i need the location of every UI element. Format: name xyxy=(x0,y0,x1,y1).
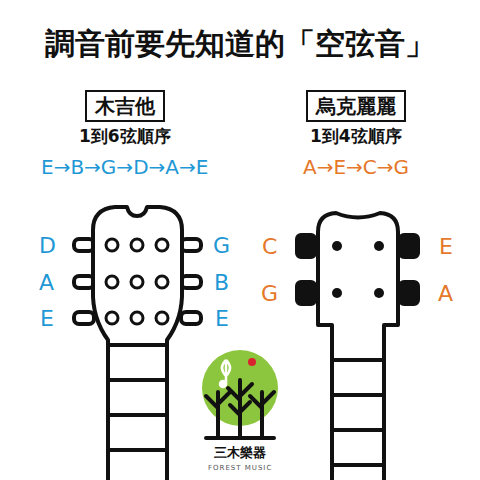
string-order-note: 1到4弦順序 xyxy=(310,127,402,147)
string-order-note: 1到6弦順序 xyxy=(79,127,171,147)
heading-box: 木吉他 xyxy=(85,90,165,122)
tuner-key xyxy=(181,312,201,324)
string-name: E xyxy=(40,306,54,331)
tuner-key xyxy=(400,282,418,304)
logo-trees xyxy=(206,380,274,438)
tuner-posts xyxy=(332,241,384,298)
heading-text: 木吉他 xyxy=(95,94,155,118)
string-name: B xyxy=(214,270,229,295)
tuner-key xyxy=(74,312,94,324)
string-name: D xyxy=(39,233,56,258)
string-name: G xyxy=(261,281,278,306)
logo-subtext: FOREST MUSIC xyxy=(208,464,272,472)
frets xyxy=(108,345,167,450)
title: 調音前要先知道的「空弦音」 xyxy=(45,27,435,62)
tuner-key xyxy=(400,235,418,257)
string-name: A xyxy=(39,270,54,295)
tuner-key xyxy=(297,282,315,304)
string-name: E xyxy=(215,306,229,331)
logo xyxy=(202,350,278,438)
ukulele-headstock xyxy=(297,213,418,480)
string-sequence: E→B→G→D→A→E xyxy=(41,156,208,179)
guitar-headstock xyxy=(74,207,201,480)
string-name: E xyxy=(439,234,453,259)
string-name: C xyxy=(262,234,277,259)
string-sequence: A→E→C→G xyxy=(303,156,409,179)
tuner-key xyxy=(297,235,315,257)
string-name: A xyxy=(438,281,453,306)
headstock-outline xyxy=(318,213,398,480)
string-name: G xyxy=(213,233,230,258)
heading-box: 烏克麗麗 xyxy=(306,90,406,122)
frets xyxy=(332,360,384,465)
tuner-posts xyxy=(106,239,168,324)
heading-text: 烏克麗麗 xyxy=(316,94,396,118)
logo-text: 三木樂器 xyxy=(214,446,266,461)
headstock-outline xyxy=(93,207,182,480)
logo-dot xyxy=(248,358,256,366)
music-note xyxy=(220,360,230,387)
